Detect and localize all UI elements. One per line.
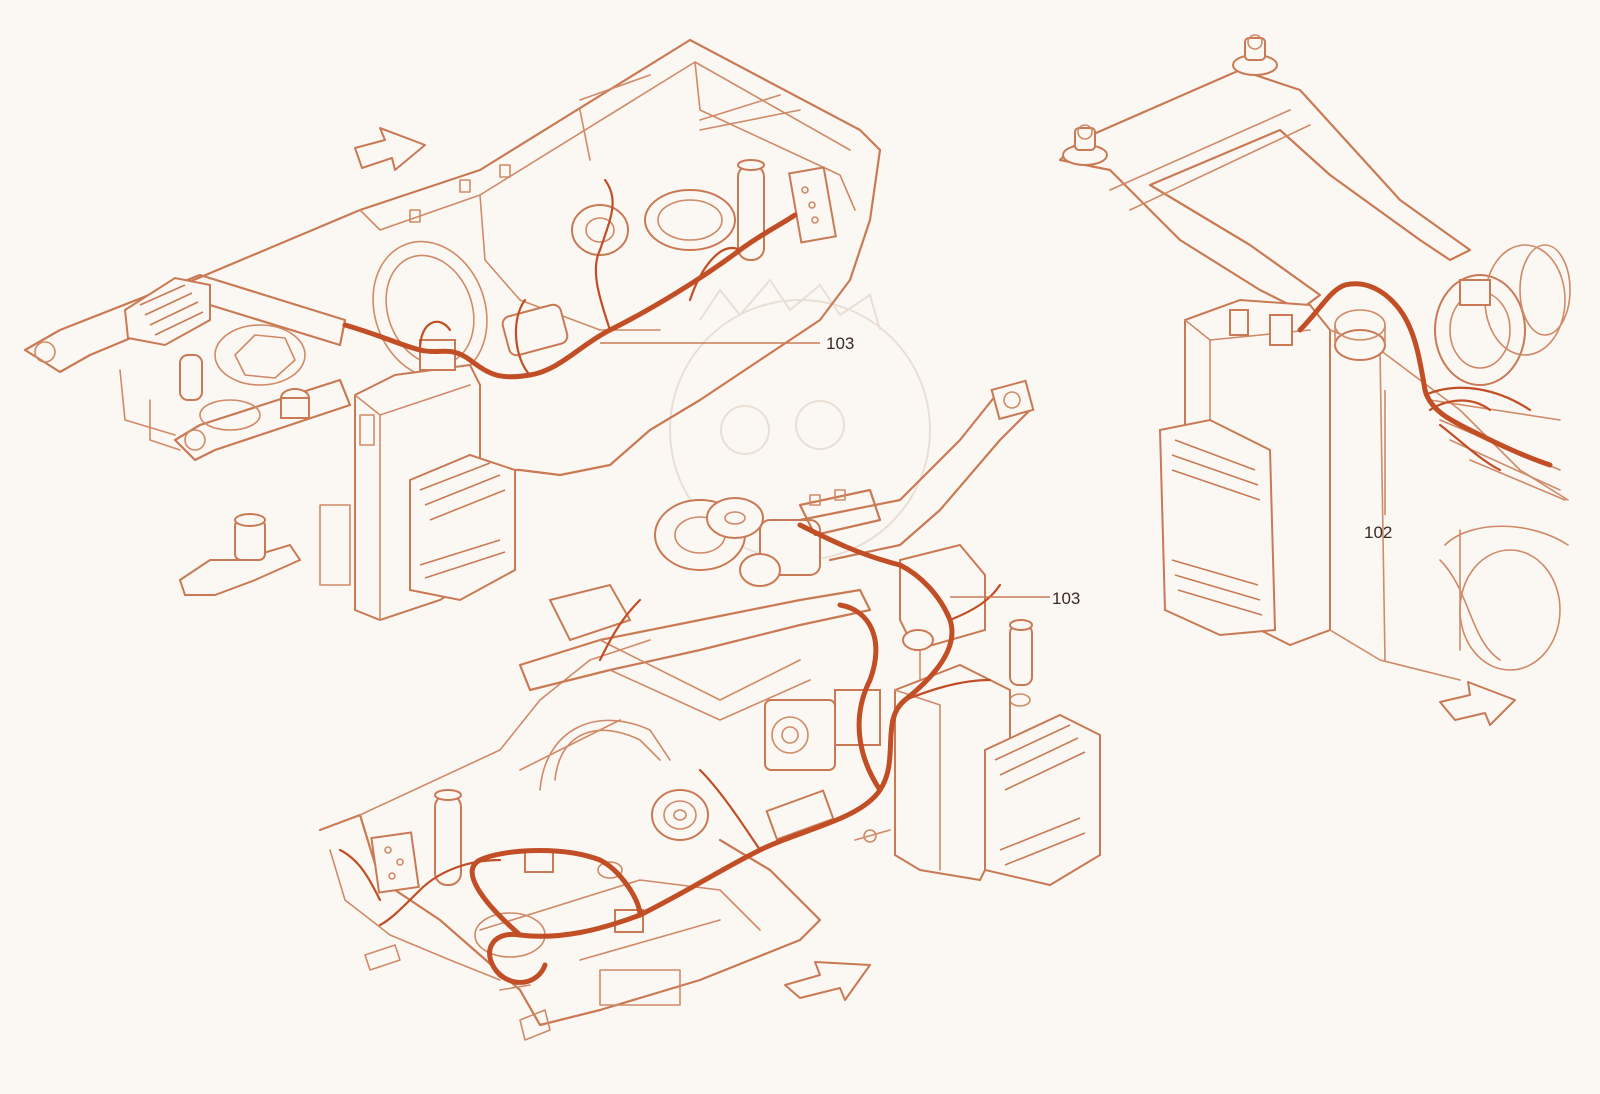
callout-102: 102	[1364, 523, 1392, 542]
upper-left-chassis	[23, 38, 882, 622]
arrow-right-icon	[1439, 681, 1516, 726]
callout-103-upper: 103	[826, 334, 854, 353]
harness-102	[1297, 281, 1553, 515]
right-chassis	[1058, 34, 1571, 681]
callout-103-lower: 103	[1052, 589, 1080, 608]
harness-103-lower	[338, 522, 1050, 985]
arrow-right-icon	[784, 961, 871, 1001]
harness-103-upper	[342, 178, 820, 380]
lower-center-chassis	[318, 379, 1101, 1041]
arrow-left-icon	[354, 127, 426, 171]
